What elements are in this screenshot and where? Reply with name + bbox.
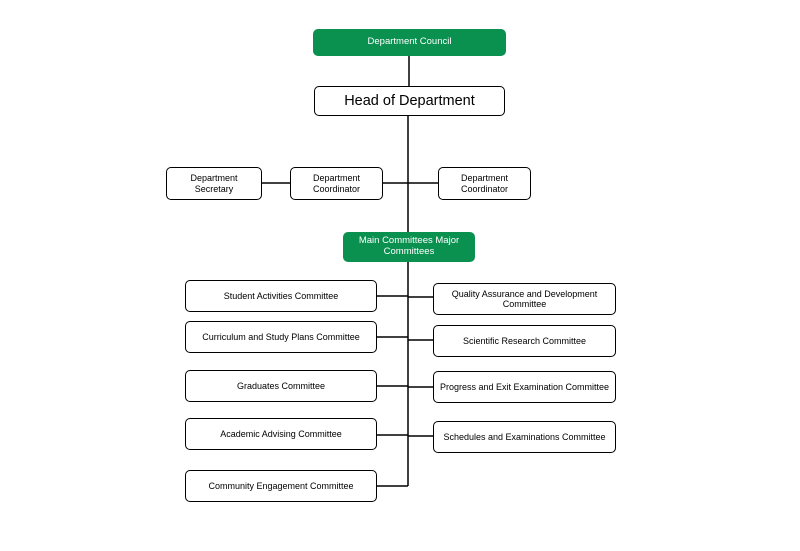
department-coordinator-right-box: Department Coordinator	[438, 167, 531, 200]
academic-advising-committee-box: Academic Advising Committee	[185, 418, 377, 450]
quality-assurance-committee-label: Quality Assurance and Development Commit…	[451, 288, 598, 309]
graduates-committee-box: Graduates Committee	[185, 370, 377, 402]
scientific-research-committee-box: Scientific Research Committee	[433, 325, 616, 357]
progress-exit-exam-committee-label: Progress and Exit Examination Committee	[439, 381, 610, 392]
student-activities-committee-box: Student Activities Committee	[185, 280, 377, 312]
department-secretary-box: Department Secretary	[166, 167, 262, 200]
schedules-exams-committee-label: Schedules and Examinations Committee	[443, 431, 606, 442]
department-council-box: Department Council	[313, 29, 506, 56]
curriculum-committee-label: Curriculum and Study Plans Committee	[202, 331, 360, 342]
community-engagement-committee-box: Community Engagement Committee	[185, 470, 377, 502]
department-coordinator-left-label: Department Coordinator	[312, 173, 361, 194]
schedules-exams-committee-box: Schedules and Examinations Committee	[433, 421, 616, 453]
department-coordinator-right-label: Department Coordinator	[460, 173, 509, 194]
graduates-committee-label: Graduates Committee	[236, 380, 326, 391]
quality-assurance-committee-box: Quality Assurance and Development Commit…	[433, 283, 616, 315]
student-activities-committee-label: Student Activities Committee	[223, 290, 339, 301]
head-of-department-box: Head of Department	[314, 86, 505, 116]
curriculum-committee-box: Curriculum and Study Plans Committee	[185, 321, 377, 353]
department-council-label: Department Council	[367, 36, 452, 48]
progress-exit-exam-committee-box: Progress and Exit Examination Committee	[433, 371, 616, 403]
head-of-department-label: Head of Department	[344, 92, 475, 109]
department-coordinator-left-box: Department Coordinator	[290, 167, 383, 200]
scientific-research-committee-label: Scientific Research Committee	[462, 335, 587, 346]
academic-advising-committee-label: Academic Advising Committee	[220, 428, 342, 439]
main-committees-box: Main Committees Major Committees	[343, 232, 475, 262]
main-committees-label: Main Committees Major Committees	[358, 235, 460, 257]
community-engagement-committee-label: Community Engagement Committee	[208, 480, 354, 491]
department-secretary-label: Department Secretary	[190, 173, 238, 194]
